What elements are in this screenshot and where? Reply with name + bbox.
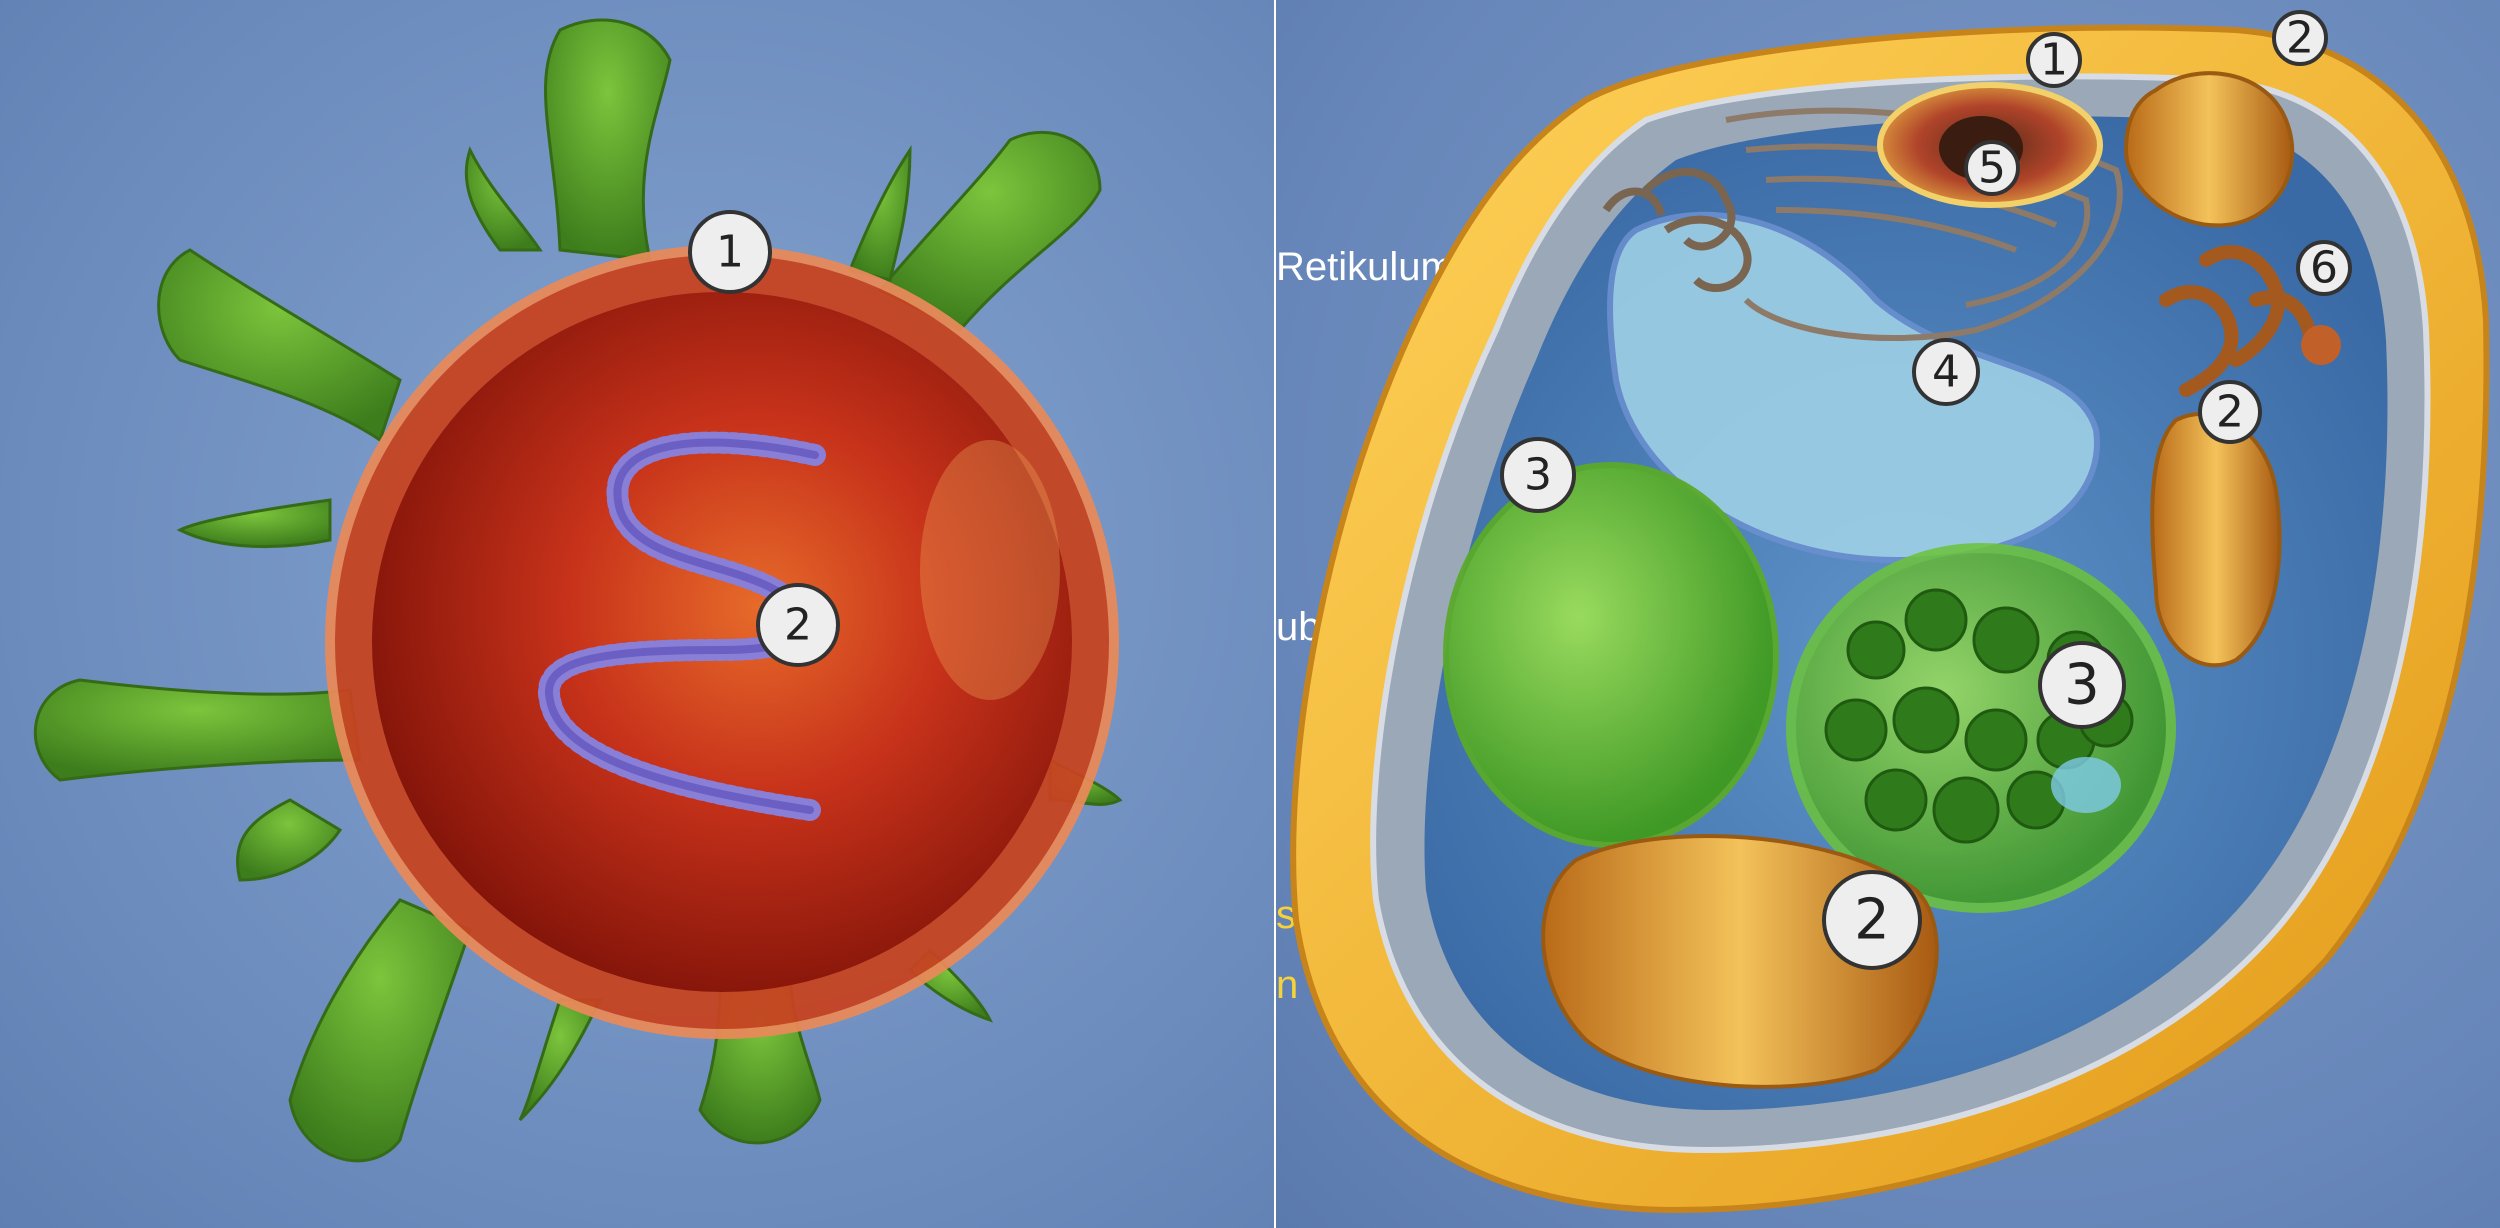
mitochondrion-top-right xyxy=(2123,71,2295,228)
golgi-apparatus xyxy=(1602,168,1752,293)
cell-marker-er-label: 5 xyxy=(1978,143,2006,194)
cell-marker-mitochondrion-top-label: 2 xyxy=(2286,13,2314,64)
virus-illustration: 1 2 xyxy=(33,18,1123,1163)
cell-marker-mitochondrion-bottom: 2 xyxy=(1822,870,1922,970)
cell-marker-chloroplast-center: 3 xyxy=(2038,641,2126,729)
side-label-retikulum: Retikulum xyxy=(1276,245,1454,289)
capsid-highlight xyxy=(920,440,1060,700)
vacuole xyxy=(1607,211,2100,564)
vesicle xyxy=(2301,325,2341,365)
starch-granule xyxy=(2051,757,2121,813)
virus-illustration-panel: 1 2 xyxy=(0,0,1276,1228)
virus-marker-envelope: 1 xyxy=(688,210,772,294)
virus-spikes xyxy=(33,18,1123,1163)
rough-er xyxy=(1725,107,2123,341)
cell-marker-nucleus-label: 1 xyxy=(2040,35,2068,86)
cell-marker-chloroplast-center-label: 3 xyxy=(2064,653,2100,718)
cell-marker-mitochondrion-right: 2 xyxy=(2198,380,2262,444)
cell-marker-mitochondrion-top: 2 xyxy=(2272,10,2328,66)
cell-marker-nucleus: 1 xyxy=(2026,32,2082,88)
cell-marker-er: 5 xyxy=(1964,140,2020,196)
cell-marker-vacuole-label: 4 xyxy=(1932,347,1960,398)
cell-marker-mitochondrion-bottom-label: 2 xyxy=(1854,888,1890,953)
cell-marker-golgi-label: 6 xyxy=(2310,243,2338,294)
cell-marker-vacuole: 4 xyxy=(1912,338,1980,406)
mitochondrion-right xyxy=(2150,411,2282,668)
cell-marker-mitochondrion-right-label: 2 xyxy=(2216,387,2244,438)
chloroplast-left xyxy=(1443,462,1779,848)
virus-marker-rna: 2 xyxy=(756,583,840,667)
plant-cell-illustration-panel: Retikulum ubuli sen n xyxy=(1276,0,2500,1228)
side-label-n: n xyxy=(1276,963,1299,1007)
virus-marker-rna-label: 2 xyxy=(784,600,812,651)
cell-marker-chloroplast-left-label: 3 xyxy=(1524,450,1552,501)
cell-marker-chloroplast-left: 3 xyxy=(1500,437,1576,513)
cell-marker-golgi: 6 xyxy=(2296,240,2352,296)
virus-marker-envelope-label: 1 xyxy=(716,227,744,278)
plant-cell-illustration: 1 2 5 6 4 2 3 3 xyxy=(1290,10,2490,1214)
